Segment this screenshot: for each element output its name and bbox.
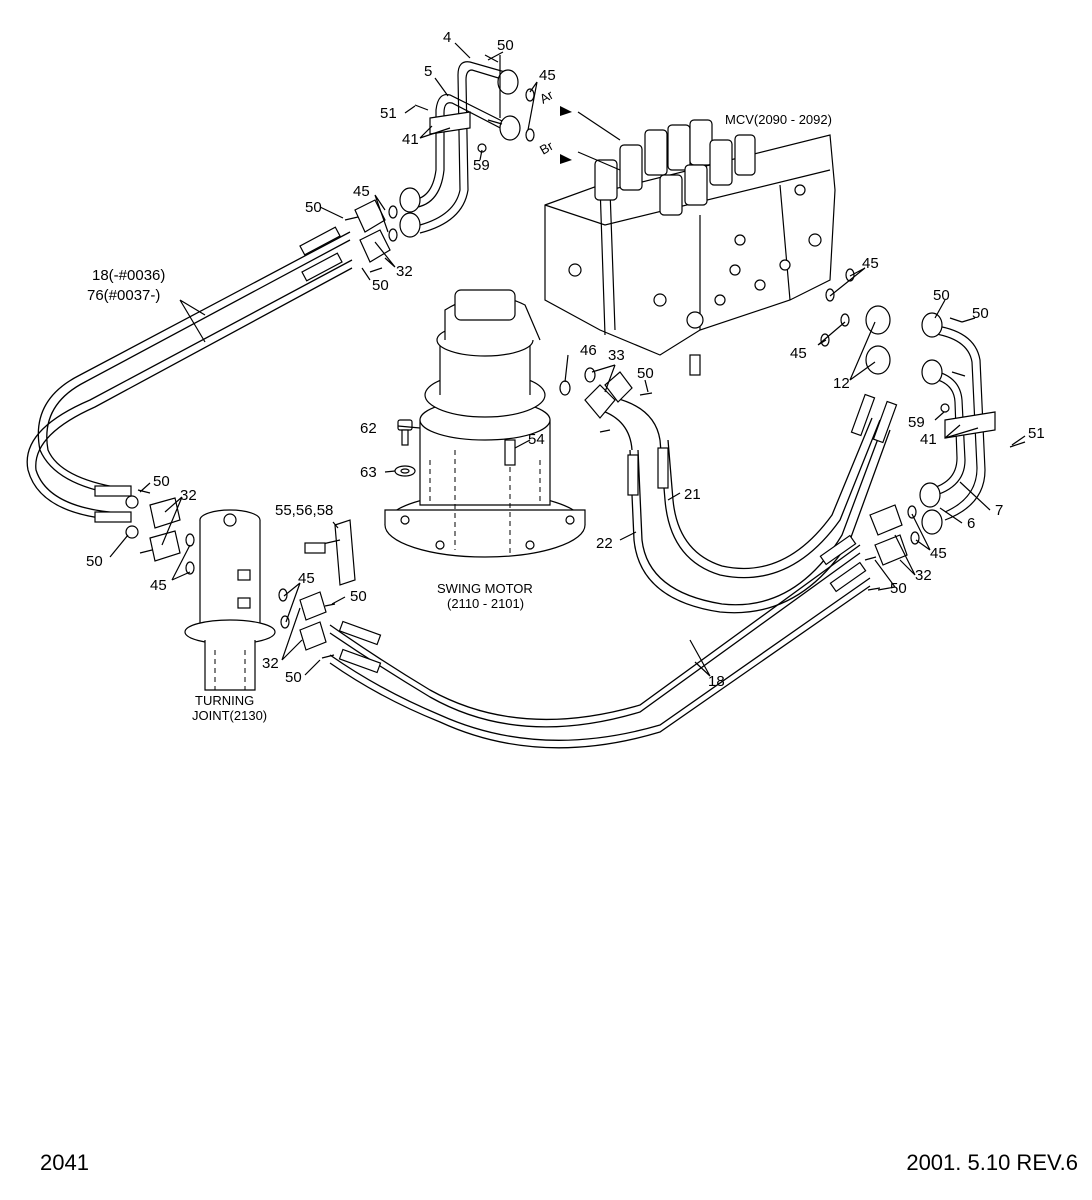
port-arrows [560, 106, 572, 164]
label-12: 12 [833, 375, 850, 392]
label-45: 45 [930, 545, 947, 562]
mcv-caption: MCV(2090 - 2092) [725, 112, 832, 127]
label-62: 62 [360, 420, 377, 437]
mcv-valve-block [544, 119, 836, 376]
label-21: 21 [684, 486, 701, 503]
label-50: 50 [86, 553, 103, 570]
label-41: 41 [920, 431, 937, 448]
pipe-4 [419, 61, 506, 226]
turning-joint [184, 509, 276, 691]
bracket-55-56-58 [304, 519, 356, 586]
hose-18-lower-c [329, 577, 871, 741]
label-41: 41 [402, 131, 419, 148]
label-46: 46 [580, 342, 597, 359]
label-50: 50 [890, 580, 907, 597]
label-55-56-58: 55,56,58 [275, 502, 333, 519]
label-32: 32 [915, 567, 932, 584]
hose-21-outer [659, 419, 881, 579]
part-number-labels: 4 50 5 45 51 41 59 45 50 32 50 18(-#0036… [86, 29, 1045, 690]
pipe-5 [409, 93, 511, 201]
hose-18-lower-a [329, 544, 861, 721]
label-45: 45 [150, 577, 167, 594]
label-32: 32 [396, 263, 413, 280]
hose-21-inner [667, 417, 873, 570]
label-port-ar: Ar [537, 87, 556, 107]
swing-motor [384, 289, 586, 558]
hose-22-outer [629, 429, 891, 614]
label-50: 50 [972, 305, 989, 322]
hose-crimp-ferrules [94, 226, 898, 674]
bolt-62-washer-63 [394, 419, 416, 477]
label-59: 59 [908, 414, 925, 431]
label-45: 45 [298, 570, 315, 587]
label-32: 32 [180, 487, 197, 504]
hose-22-inner [637, 427, 883, 606]
label-50: 50 [637, 365, 654, 382]
label-50: 50 [372, 277, 389, 294]
label-63: 63 [360, 464, 377, 481]
label-4: 4 [443, 29, 451, 46]
label-76-late: 76(#0037-) [87, 287, 160, 304]
label-50: 50 [153, 473, 170, 490]
label-5: 5 [424, 63, 432, 80]
hose-18-lower-d [329, 585, 871, 749]
label-50: 50 [350, 588, 367, 605]
swing-motor-code: (2110 - 2101) [447, 596, 524, 611]
leader-lines [109, 42, 1026, 677]
label-22: 22 [596, 535, 613, 552]
label-50: 50 [497, 37, 514, 54]
component-captions: MCV(2090 - 2092) SWING MOTOR (2110 - 210… [192, 112, 832, 723]
pipe-7 [924, 369, 966, 499]
swing-motor-caption: SWING MOTOR [437, 581, 533, 596]
label-50: 50 [305, 199, 322, 216]
label-6: 6 [967, 515, 975, 532]
turning-joint-code: JOINT(2130) [192, 708, 267, 723]
revision-date: 2001. 5.10 REV.6 [906, 1150, 1078, 1175]
label-51: 51 [1028, 425, 1045, 442]
label-50: 50 [285, 669, 302, 686]
turning-joint-caption: TURNING [195, 693, 254, 708]
hose-76-upper-inner [35, 267, 353, 514]
pipe-4-b [419, 69, 506, 234]
hose-18-upper-inner [46, 239, 351, 489]
hose-76-upper-outer [26, 259, 353, 521]
page-number: 2041 [40, 1150, 89, 1175]
label-18-early: 18(-#0036) [92, 267, 165, 284]
label-45: 45 [862, 255, 879, 272]
label-45: 45 [790, 345, 807, 362]
label-54: 54 [528, 431, 545, 448]
label-45: 45 [353, 183, 370, 200]
label-45: 45 [539, 67, 556, 84]
label-port-br: Br [537, 138, 556, 158]
label-18: 18 [708, 673, 725, 690]
label-32: 32 [262, 655, 279, 672]
label-59: 59 [473, 157, 490, 174]
label-50: 50 [933, 287, 950, 304]
label-33: 33 [608, 347, 625, 364]
flanges-and-seals [125, 69, 996, 651]
label-7: 7 [995, 502, 1003, 519]
pipe-5-b [409, 102, 511, 209]
label-51: 51 [380, 105, 397, 122]
